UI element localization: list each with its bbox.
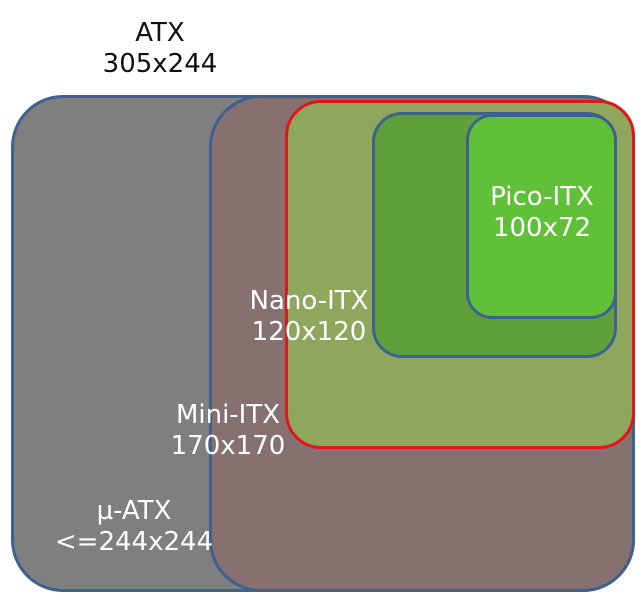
nano-itx-name: Nano-ITX	[249, 286, 369, 316]
pico-itx-size: 100x72	[492, 213, 592, 244]
micro-atx-label: µ-ATX <=244x244	[30, 496, 238, 558]
micro-atx-name: µ-ATX	[96, 496, 172, 526]
mini-itx-name: Mini-ITX	[175, 400, 281, 430]
pico-itx-label: Pico-ITX 100x72	[470, 182, 614, 244]
nano-itx-label: Nano-ITX 120x120	[220, 286, 398, 348]
atx-label: ATX 305x244	[60, 18, 260, 80]
mini-itx-label: Mini-ITX 170x170	[143, 400, 313, 462]
pico-itx-board-region	[466, 114, 617, 319]
nano-itx-size: 120x120	[251, 317, 367, 348]
mini-itx-size: 170x170	[170, 431, 286, 462]
atx-size: 305x244	[102, 49, 218, 80]
micro-atx-size: <=244x244	[54, 527, 214, 558]
pico-itx-name: Pico-ITX	[490, 182, 594, 212]
atx-name: ATX	[135, 18, 185, 48]
